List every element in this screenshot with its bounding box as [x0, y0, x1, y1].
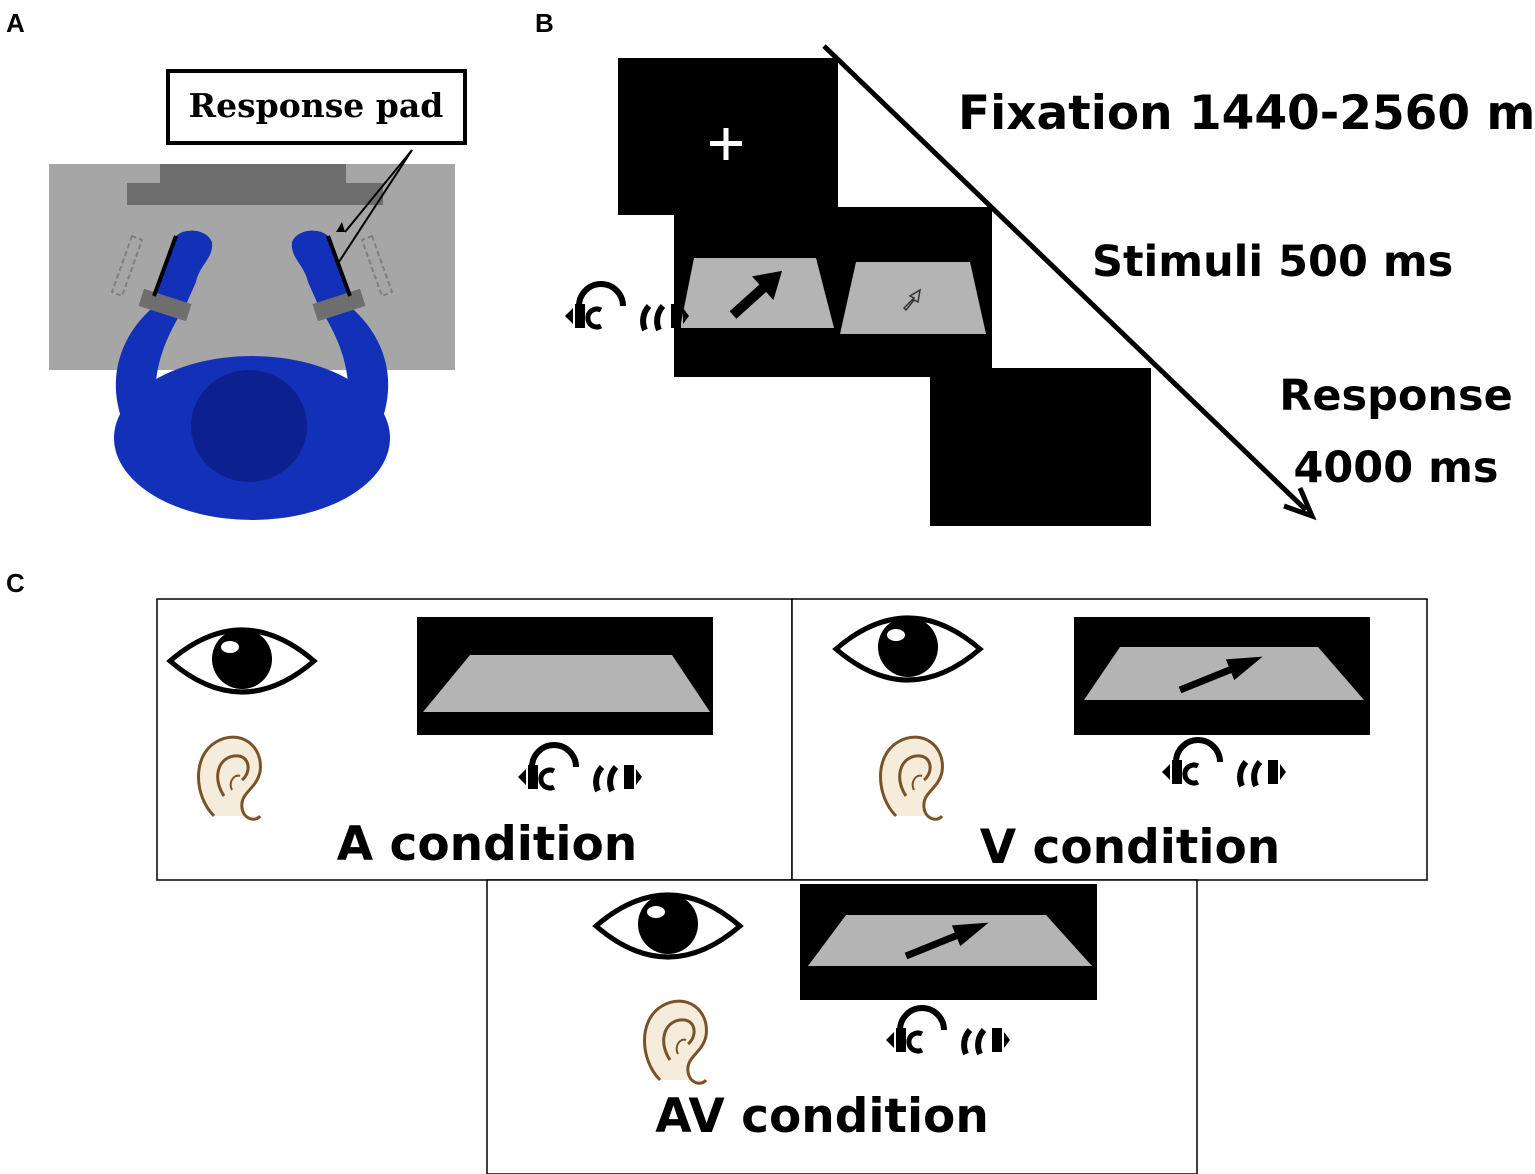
pad-lever-left [152, 235, 178, 297]
panel-letter-b: B [535, 8, 554, 38]
arm-left [115, 310, 178, 430]
response-screen [930, 368, 1151, 526]
arrow-outline-icon [902, 288, 922, 312]
condition-av-label: AV condition [655, 1089, 989, 1144]
response-label: Response [1279, 371, 1513, 421]
response-pad-callout-box [166, 69, 467, 145]
panel-letter-a: A [6, 8, 25, 38]
callout-pointer [344, 149, 413, 233]
response-pad-base [127, 183, 383, 205]
person-head [191, 370, 307, 482]
timeline-arrowhead [1283, 487, 1317, 521]
pad-lever-right [326, 235, 352, 297]
condition-av-box: AV condition [486, 879, 1198, 1174]
panel-c: C A condition V condition [6, 568, 1428, 1174]
panel-letter-c: C [6, 568, 25, 598]
stimulus-trapezoid [423, 655, 710, 712]
fixation-cross-icon [710, 128, 742, 160]
response-pad-top [160, 164, 346, 184]
condition-v-box: V condition [791, 598, 1428, 881]
wrist-strap-left [138, 288, 192, 322]
timeline-arrow [822, 44, 1308, 512]
response-duration-label: 4000 ms [1293, 443, 1498, 493]
wrist-strap-right [312, 288, 366, 322]
condition-a-label: A condition [337, 817, 637, 872]
fixation-label: Fixation 1440-2560 ms [958, 86, 1535, 141]
panel-b: B Fixation 1440-2560 ms Stimuli 500 ms R… [535, 8, 1535, 526]
arm-right [326, 310, 389, 430]
headphones-icon [565, 284, 689, 330]
stimuli-label: Stimuli 500 ms [1092, 237, 1453, 287]
condition-a-box: A condition [156, 598, 793, 881]
panel-a: A Response pad [6, 8, 467, 520]
response-pad-callout: Response pad [189, 86, 444, 125]
condition-v-label: V condition [980, 820, 1280, 875]
